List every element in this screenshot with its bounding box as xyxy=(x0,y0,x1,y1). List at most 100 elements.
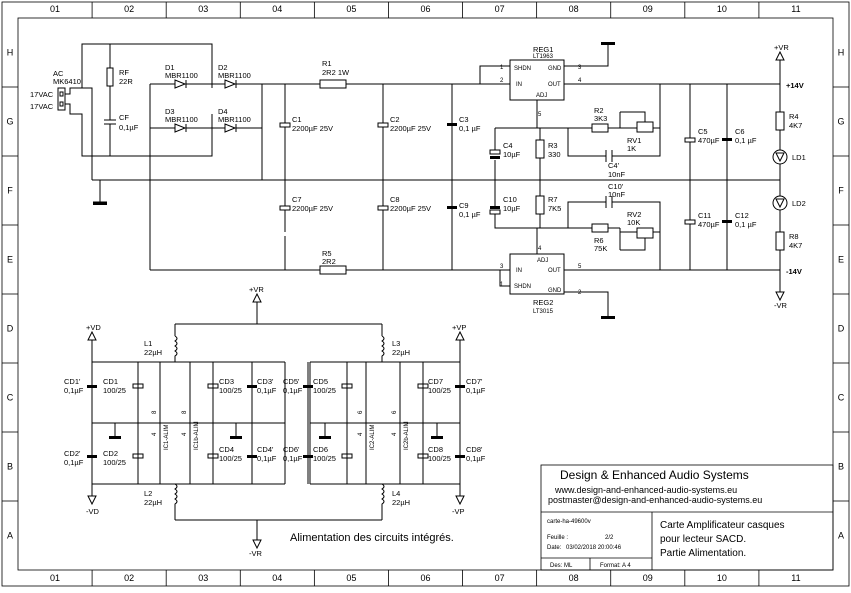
rail-vd-plus: +VD xyxy=(86,323,101,332)
company-email: postmaster@design-and-enhanced-audio-sys… xyxy=(548,495,762,505)
ic2b-pin-bottom: 4 xyxy=(392,432,398,436)
grid-row-label: D xyxy=(7,324,14,334)
sheet-value: 2/2 xyxy=(605,535,614,541)
cd8p-ref: CD8' xyxy=(466,445,483,454)
c6-ref: C6 xyxy=(735,127,745,136)
r2-ref: R2 xyxy=(594,106,604,115)
d3-value: MBR1100 xyxy=(165,115,198,124)
reg1-ref: REG1 xyxy=(533,45,553,54)
grid-column-label: 05 xyxy=(346,573,356,583)
c2-ref: C2 xyxy=(390,115,400,124)
ic2b-alim-label: IC2b-ALIM xyxy=(404,421,410,450)
reg2-pin-num-4: 4 xyxy=(538,246,542,252)
grid-row-label: G xyxy=(6,117,13,127)
c9-value: 0,1 µF xyxy=(459,210,481,219)
reg1-pin-gnd: GND xyxy=(548,66,562,72)
rv2-value: 10K xyxy=(627,218,640,227)
c3-value: 0,1 µF xyxy=(459,124,481,133)
cd6-value: 100/25 xyxy=(313,454,336,463)
grid-row-label: A xyxy=(838,531,844,541)
r3-ref: R3 xyxy=(548,141,558,150)
ic2-pin-top: 6 xyxy=(358,410,364,414)
cd8-value: 100/25 xyxy=(428,454,451,463)
grid-row-label: E xyxy=(7,255,13,265)
cd5p-value: 0,1µF xyxy=(283,386,303,395)
reg1-pin-out: OUT xyxy=(548,82,561,88)
c12-value: 0,1 µF xyxy=(735,220,757,229)
cd6-ref: CD6 xyxy=(313,445,328,454)
reg2-pin-num-1: 1 xyxy=(500,282,504,288)
cd7-value: 100/25 xyxy=(428,386,451,395)
reg1-pin-in: IN xyxy=(516,82,522,88)
title-line-2: pour lecteur SACD. xyxy=(660,534,746,545)
cf-value: 0,1µF xyxy=(119,123,139,132)
cd8-ref: CD8 xyxy=(428,445,443,454)
c7-ref: C7 xyxy=(292,195,302,204)
connector-pin1: 17VAC xyxy=(30,90,54,99)
l4-ref: L4 xyxy=(392,489,400,498)
reg1-pin-num-2: 2 xyxy=(500,78,504,84)
cd4-value: 100/25 xyxy=(219,454,242,463)
reg2-pin-num-2: 2 xyxy=(578,290,582,296)
l3-ref: L3 xyxy=(392,339,400,348)
c11-ref: C11 xyxy=(698,211,711,220)
main-supply: AC MK6410 17VAC 17VAC RF 22R CF 0,1µF D1… xyxy=(30,42,806,319)
ic-section-caption: Alimentation des circuits intégrés. xyxy=(290,532,454,544)
r7-ref: R7 xyxy=(548,195,558,204)
r7-value: 7K5 xyxy=(548,204,561,213)
r1-ref: R1 xyxy=(322,59,332,68)
c8-value: 2200µF 25V xyxy=(390,204,431,213)
grid-column-label: 04 xyxy=(272,4,282,14)
grid-column-label: 11 xyxy=(791,4,800,14)
reg1-pin-shdn: SHDN xyxy=(514,66,531,72)
ic-power-section: +VR -VR L1 22µH L2 22µH L3 22µH L4 22µH … xyxy=(64,285,486,558)
ic1b-pin-bottom: 4 xyxy=(182,432,188,436)
cd5-value: 100/25 xyxy=(313,386,336,395)
rv1-value: 1K xyxy=(627,144,636,153)
grid-row-label: H xyxy=(7,48,14,58)
reg2-pin-shdn: SHDN xyxy=(514,284,531,290)
l2-value: 22µH xyxy=(144,498,162,507)
c10-ref: C10 xyxy=(503,195,517,204)
file-name: carte-ha-49600v xyxy=(547,519,591,525)
sheet-label: Feuille : xyxy=(547,535,568,541)
c5-ref: C5 xyxy=(698,127,708,136)
grid-column-label: 09 xyxy=(643,4,653,14)
reg1-pin-num-3: 3 xyxy=(578,65,582,71)
grid-row-label: C xyxy=(838,393,845,403)
grid-column-label: 10 xyxy=(717,573,727,583)
cd3-ref: CD3 xyxy=(219,377,234,386)
reg1-pin-num-1: 1 xyxy=(500,65,504,71)
c1-value: 2200µF 25V xyxy=(292,124,333,133)
rv2-ref: RV2 xyxy=(627,210,641,219)
grid-column-label: 01 xyxy=(50,573,60,583)
grid-column-label: 05 xyxy=(346,4,356,14)
r4-ref: R4 xyxy=(789,112,799,121)
date-label: Date: xyxy=(547,545,562,551)
cd1p-ref: CD1' xyxy=(64,377,81,386)
grid-column-label: 08 xyxy=(569,573,579,583)
r8-ref: R8 xyxy=(789,232,799,241)
c4-ref: C4 xyxy=(503,141,513,150)
connector-part: MK6410 xyxy=(53,77,81,86)
grid-row-label: G xyxy=(837,117,844,127)
c2-value: 2200µF 25V xyxy=(390,124,431,133)
ic-rail-vr-plus: +VR xyxy=(249,285,264,294)
d1-value: MBR1100 xyxy=(165,71,198,80)
reg2-part: LT3015 xyxy=(533,309,554,315)
company-website: www.design-and-enhanced-audio-systems.eu xyxy=(554,485,737,495)
reg1-pin-num-5: 5 xyxy=(538,112,542,118)
d2-ref: D2 xyxy=(218,63,228,72)
reg1-part: LT1963 xyxy=(533,54,554,60)
r6-value: 75K xyxy=(594,244,607,253)
ic1-pin-bottom: 4 xyxy=(152,432,158,436)
ic2-alim-label: IC2-ALIM xyxy=(370,425,376,450)
reg2-pin-num-3: 3 xyxy=(500,264,504,270)
rf-ref: RF xyxy=(119,68,129,77)
ic2-pin-bottom: 4 xyxy=(358,432,364,436)
grid-row-label: H xyxy=(838,48,845,58)
grid-row-label: B xyxy=(838,462,844,472)
